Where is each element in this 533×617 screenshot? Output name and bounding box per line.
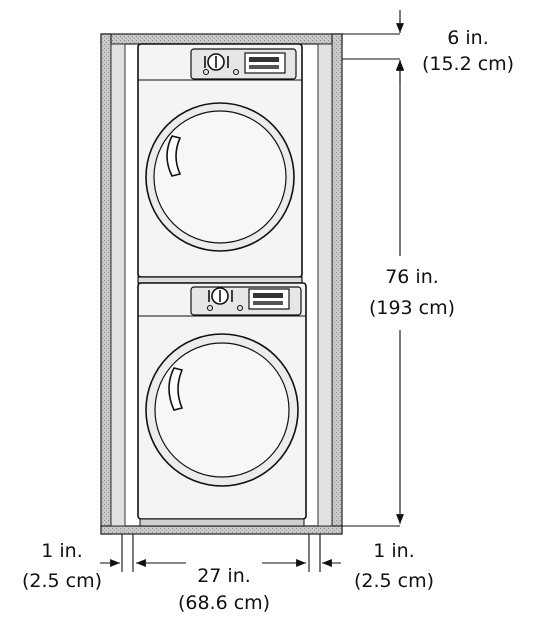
- upper-dryer: [137, 43, 303, 284]
- washer-button-icon: [206, 304, 214, 312]
- closet-left-inner: [110, 43, 126, 527]
- height-metric: (193 cm): [369, 297, 455, 319]
- dryer-door-inner: [153, 110, 287, 244]
- upper-base-plate: [137, 276, 303, 284]
- dryer-display: [244, 52, 286, 74]
- closet-frame: [100, 33, 343, 535]
- right-clearance-dimension: 1 in. (2.5 cm): [319, 534, 434, 592]
- closet-bottom-floor: [100, 525, 343, 535]
- top-clearance-dimension: 6 in. (15.2 cm): [342, 10, 514, 83]
- top-clearance-imperial: 6 in.: [447, 27, 489, 49]
- washer-door-inner: [154, 342, 290, 478]
- height-imperial: 76 in.: [385, 266, 439, 288]
- dryer-button-icon: [202, 68, 210, 76]
- top-clearance-metric: (15.2 cm): [422, 53, 514, 75]
- closet-right-wall: [331, 33, 343, 535]
- washer-feet: [139, 518, 305, 527]
- width-imperial: 27 in.: [197, 565, 251, 587]
- dryer-button-icon: [232, 68, 240, 76]
- height-dimension: 76 in. (193 cm): [342, 61, 455, 527]
- width-metric: (68.6 cm): [178, 592, 270, 614]
- washer-button-icon: [236, 304, 244, 312]
- right-clearance-metric: (2.5 cm): [354, 570, 434, 592]
- width-dimension: 27 in. (68.6 cm): [132, 534, 310, 614]
- closet-right-inner: [317, 43, 333, 527]
- lower-washer: [137, 282, 307, 527]
- left-clearance-imperial: 1 in.: [41, 540, 83, 562]
- washer-door-handle: [168, 367, 184, 411]
- closet-left-wall: [100, 33, 112, 535]
- left-clearance-dimension: 1 in. (2.5 cm): [22, 534, 123, 592]
- right-clearance-imperial: 1 in.: [373, 540, 415, 562]
- left-clearance-metric: (2.5 cm): [22, 570, 102, 592]
- dryer-door-handle: [166, 135, 182, 177]
- closet-top-wall: [100, 33, 343, 45]
- washer-display: [248, 288, 290, 310]
